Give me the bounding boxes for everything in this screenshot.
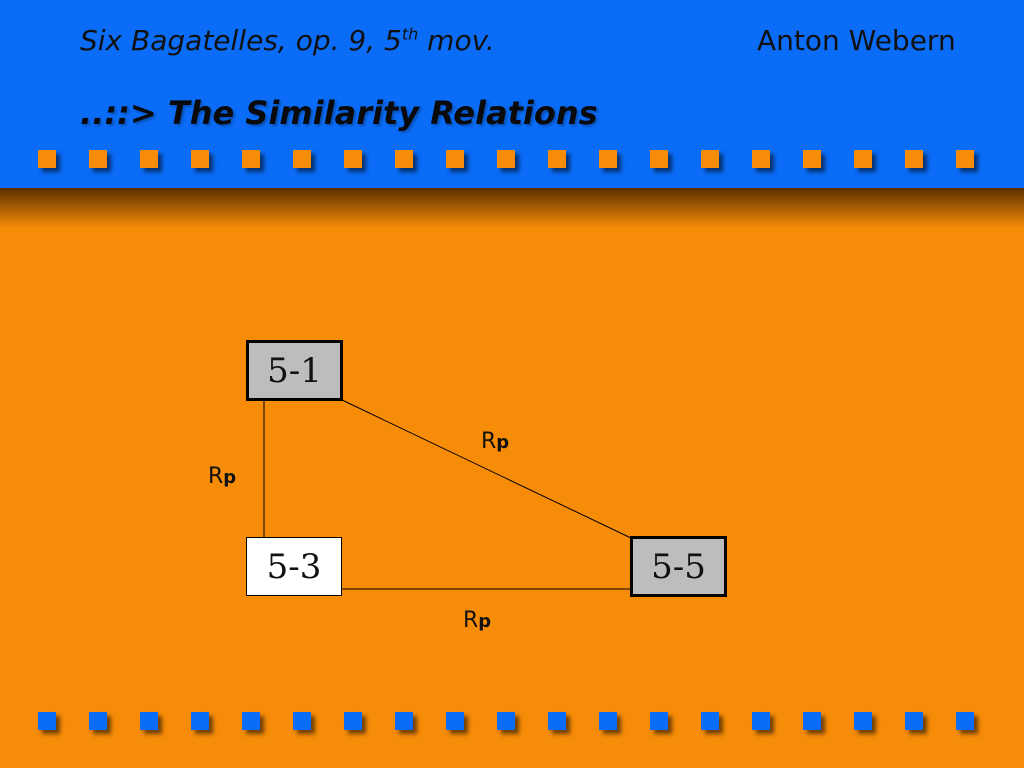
edge-label-base: R <box>463 608 479 633</box>
edge-label-5-1-5-5: Rp <box>481 429 509 454</box>
subtitle-sup: th <box>401 24 419 44</box>
bottom-decorative-square <box>956 712 974 730</box>
top-decorative-square <box>242 150 260 168</box>
top-decorative-square <box>38 150 56 168</box>
subtitle-main: Six Bagatelles, op. 9, 5 <box>80 24 402 57</box>
bottom-decorative-square <box>854 712 872 730</box>
top-decorative-square <box>344 150 362 168</box>
top-decorative-square <box>956 150 974 168</box>
top-decorative-square <box>905 150 923 168</box>
top-decorative-square <box>191 150 209 168</box>
bottom-decorative-square <box>89 712 107 730</box>
edge-label-sub: p <box>223 467 237 488</box>
top-decorative-square <box>752 150 770 168</box>
bottom-decorative-square <box>548 712 566 730</box>
header-shadow <box>0 188 1024 228</box>
top-decorative-square <box>701 150 719 168</box>
top-decorative-square <box>89 150 107 168</box>
node-5-3: 5-3 <box>246 537 342 596</box>
bottom-decorative-square <box>650 712 668 730</box>
node-5-1: 5-1 <box>246 340 343 401</box>
top-dot-row <box>38 150 974 168</box>
bottom-decorative-square <box>752 712 770 730</box>
bottom-decorative-square <box>905 712 923 730</box>
bottom-decorative-square <box>446 712 464 730</box>
slide-title: ..::> The Similarity Relations <box>80 94 598 132</box>
node-5-5: 5-5 <box>630 536 727 597</box>
top-decorative-square <box>395 150 413 168</box>
edge-5-1-to-5-5 <box>341 399 632 539</box>
top-decorative-square <box>803 150 821 168</box>
top-decorative-square <box>140 150 158 168</box>
bottom-decorative-square <box>701 712 719 730</box>
edge-label-base: R <box>208 464 224 489</box>
bottom-decorative-square <box>395 712 413 730</box>
bottom-decorative-square <box>344 712 362 730</box>
top-decorative-square <box>497 150 515 168</box>
top-decorative-square <box>650 150 668 168</box>
bottom-decorative-square <box>140 712 158 730</box>
bottom-decorative-square <box>497 712 515 730</box>
edge-label-5-1-5-3: Rp <box>208 464 236 489</box>
edge-label-sub: p <box>496 432 510 453</box>
bottom-decorative-square <box>191 712 209 730</box>
bottom-decorative-square <box>599 712 617 730</box>
top-decorative-square <box>854 150 872 168</box>
top-decorative-square <box>446 150 464 168</box>
top-decorative-square <box>548 150 566 168</box>
edge-label-5-3-5-5: Rp <box>463 608 491 633</box>
bottom-decorative-square <box>242 712 260 730</box>
bottom-decorative-square <box>38 712 56 730</box>
bottom-dot-row <box>38 712 974 730</box>
edge-label-base: R <box>481 429 497 454</box>
author: Anton Webern <box>757 24 956 57</box>
subtitle-end: mov. <box>418 24 495 57</box>
top-decorative-square <box>599 150 617 168</box>
top-decorative-square <box>293 150 311 168</box>
edge-label-sub: p <box>478 611 492 632</box>
bottom-decorative-square <box>293 712 311 730</box>
bottom-decorative-square <box>803 712 821 730</box>
work-subtitle: Six Bagatelles, op. 9, 5th mov. <box>80 24 495 57</box>
